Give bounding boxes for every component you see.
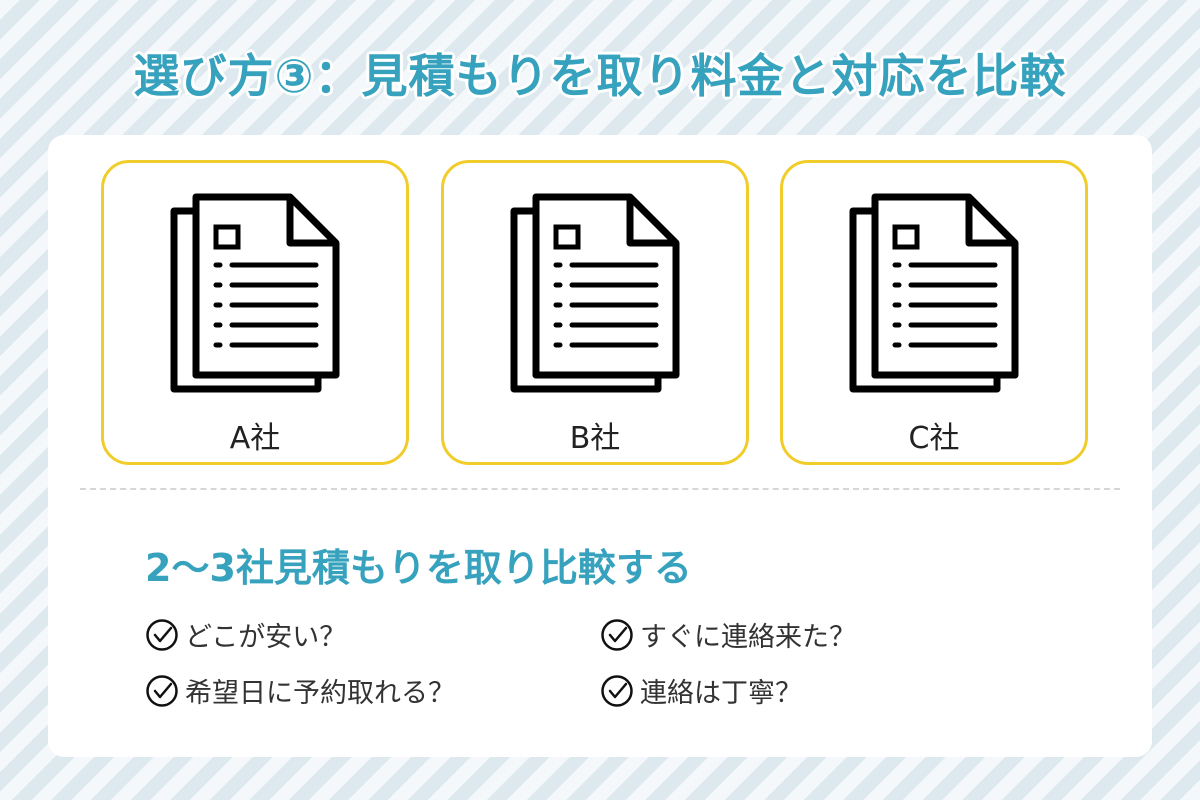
check-circle-icon	[146, 674, 178, 707]
content-panel: A社 B社 C社 2〜3社見積もりを取り比較する どこが安い？ 希望日に予約取れ…	[48, 135, 1152, 757]
company-card-a: A社	[101, 160, 409, 465]
check-circle-icon	[601, 618, 633, 651]
company-label: C社	[908, 421, 960, 456]
checklist-item: すぐに連絡来た？	[600, 615, 856, 654]
company-label: B社	[569, 421, 621, 456]
document-stack-icon	[170, 193, 340, 393]
page-title: 選び方③：見積もりを取り料金と対応を比較	[133, 49, 1067, 103]
check-circle-icon	[146, 618, 178, 651]
checklist-text: 連絡は丁寧？	[640, 678, 802, 709]
company-card-b: B社	[441, 160, 749, 465]
checklist-text: 希望日に予約取れる？	[185, 678, 455, 709]
document-stack-icon	[510, 193, 680, 393]
company-label: A社	[229, 421, 281, 456]
checklist-item: 連絡は丁寧？	[600, 671, 802, 710]
check-circle-icon	[601, 674, 633, 707]
checklist-item: どこが安い？	[145, 615, 346, 654]
dashed-divider	[80, 488, 1120, 490]
document-stack-icon	[849, 193, 1019, 393]
company-card-c: C社	[780, 160, 1088, 465]
section-subtitle: 2〜3社見積もりを取り比較する	[145, 546, 692, 590]
checklist-text: どこが安い？	[185, 622, 347, 653]
checklist-text: すぐに連絡来た？	[640, 622, 856, 653]
checklist-item: 希望日に予約取れる？	[145, 671, 455, 710]
